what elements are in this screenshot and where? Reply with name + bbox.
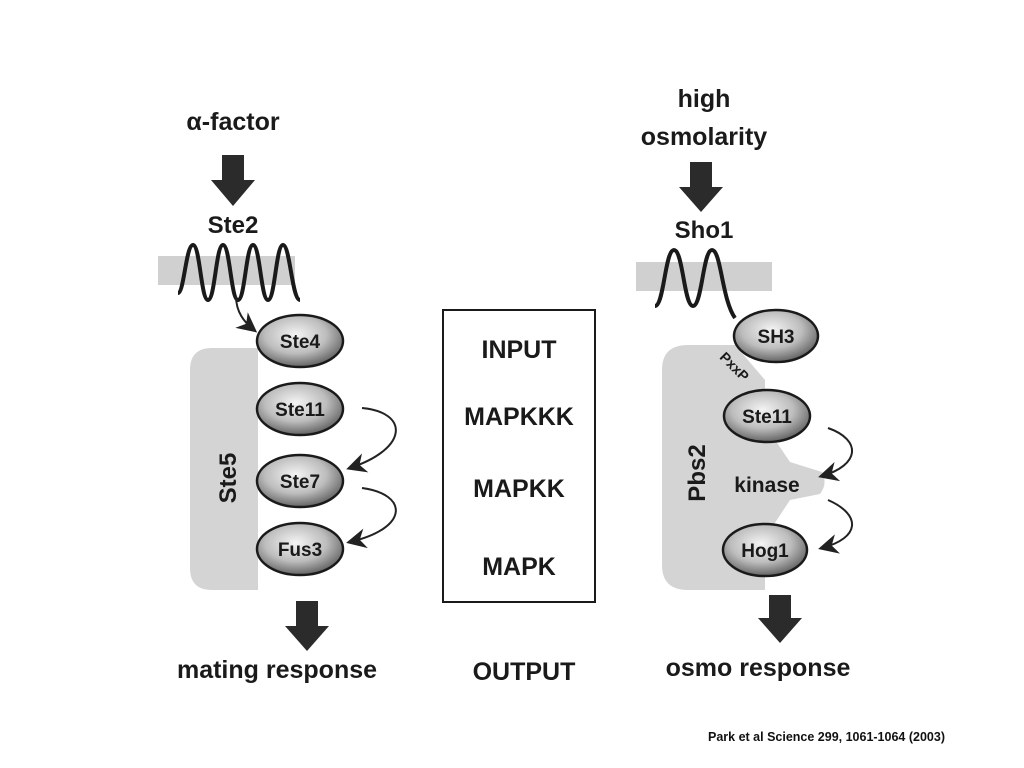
receptor-activation-arrow bbox=[235, 295, 258, 333]
osmo-output-arrow-icon bbox=[758, 595, 802, 643]
sho1-label: Sho1 bbox=[675, 217, 734, 244]
ste7-to-fus3-arrow bbox=[346, 487, 397, 549]
osmo-response-label: osmo response bbox=[666, 654, 851, 682]
sho1-receptor-icon bbox=[653, 247, 737, 320]
node-sh3: SH3 bbox=[732, 308, 820, 364]
svg-text:Ste11: Ste11 bbox=[742, 407, 792, 428]
ste2-receptor-icon bbox=[176, 242, 302, 303]
ste2-label: Ste2 bbox=[208, 212, 259, 239]
osmolarity-label: osmolarity bbox=[641, 123, 768, 151]
legend-frame bbox=[442, 309, 596, 603]
mating-output-arrow-icon bbox=[285, 601, 329, 651]
ste11-to-ste7-arrow bbox=[346, 407, 397, 473]
node-fus3: Fus3 bbox=[255, 521, 345, 577]
membrane-left bbox=[158, 256, 295, 285]
kinase-label: kinase bbox=[734, 474, 799, 497]
high-label: high bbox=[678, 85, 731, 113]
left-pathway: α-factor Ste2 Ste5 Ste4 Ste11 Ste7 Fus3 … bbox=[158, 108, 397, 684]
pbs2-scaffold bbox=[662, 345, 825, 590]
legend-box: INPUT MAPKKK MAPKK MAPK OUTPUT bbox=[442, 309, 596, 686]
node-ste4: Ste4 bbox=[255, 313, 345, 369]
node-ste11-left: Ste11 bbox=[255, 381, 345, 437]
ste5-scaffold bbox=[190, 348, 258, 590]
alpha-factor-label: α-factor bbox=[186, 108, 279, 136]
node-ste11-right: Ste11 bbox=[722, 388, 812, 444]
svg-text:Ste7: Ste7 bbox=[280, 472, 320, 493]
legend-mapkkk: MAPKKK bbox=[464, 403, 574, 431]
svg-text:Ste11: Ste11 bbox=[275, 400, 325, 421]
ste11-to-kinase-arrow bbox=[818, 427, 854, 482]
svg-text:Fus3: Fus3 bbox=[278, 540, 322, 561]
svg-text:Ste4: Ste4 bbox=[280, 332, 321, 353]
svg-text:Hog1: Hog1 bbox=[741, 541, 789, 562]
svg-text:SH3: SH3 bbox=[758, 327, 795, 348]
mating-response-label: mating response bbox=[177, 656, 377, 684]
pbs2-label: Pbs2 bbox=[684, 444, 711, 501]
node-ste7: Ste7 bbox=[255, 453, 345, 509]
legend-input: INPUT bbox=[482, 336, 557, 364]
stimulus-arrow-icon bbox=[211, 155, 255, 206]
citation-text: Park et al Science 299, 1061-1064 (2003) bbox=[708, 730, 945, 744]
ste5-label: Ste5 bbox=[215, 453, 242, 504]
legend-output: OUTPUT bbox=[473, 658, 576, 686]
kinase-to-hog1-arrow bbox=[818, 499, 853, 554]
legend-mapkk: MAPKK bbox=[473, 475, 565, 503]
right-pathway: high osmolarity Sho1 Pbs2 PxxP SH3 Ste11… bbox=[636, 85, 854, 682]
legend-mapk: MAPK bbox=[482, 553, 556, 581]
osmo-stimulus-arrow-icon bbox=[679, 162, 723, 212]
node-hog1: Hog1 bbox=[721, 522, 809, 578]
